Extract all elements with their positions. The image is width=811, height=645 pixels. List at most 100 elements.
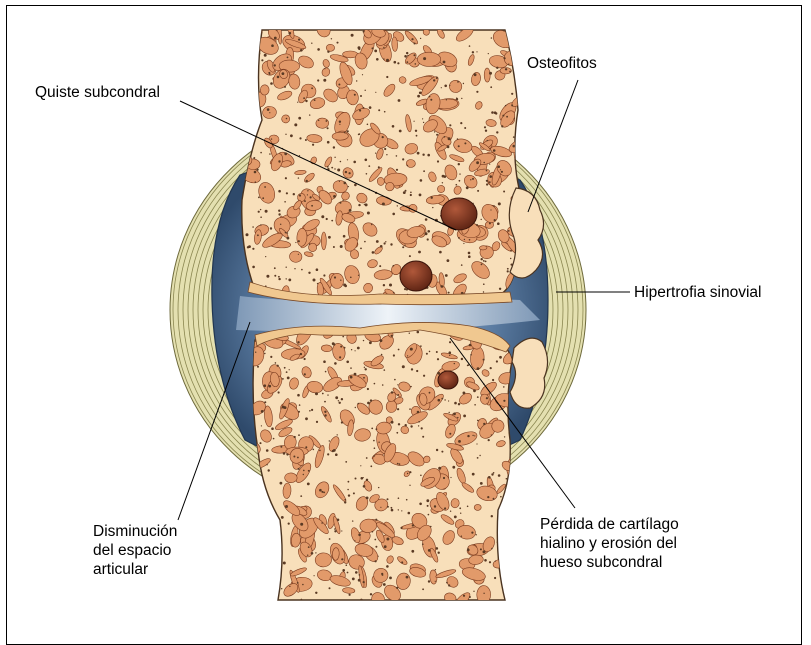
bone-dot [454,402,457,405]
bone-dot [488,439,490,441]
bone-dot [452,466,455,469]
bone-dot [311,552,314,555]
bone-dot [255,555,257,557]
bone-dot [448,584,450,586]
bone-dot [372,47,374,49]
bone-dot [503,386,505,388]
bone-dot [293,193,295,195]
bone-dot [438,399,441,402]
bone-dot [454,516,457,519]
trabecula [258,565,279,579]
bone-dot [492,379,494,381]
bone-dot [429,351,431,353]
bone-dot [308,470,310,472]
bone-dot [376,58,379,61]
bone-dot [359,574,361,576]
bone-dot [366,173,368,175]
bone-dot [269,153,271,155]
bone-dot [347,489,349,491]
bone-dot [476,534,477,535]
bone-dot [458,237,460,239]
bone-dot [397,205,398,206]
bone-dot [449,124,451,126]
bone-dot [260,442,262,444]
bone-dot [485,130,487,132]
bone-dot [502,115,504,117]
bone-dot [420,345,422,347]
bone-dot [315,592,317,594]
bone-dot [504,436,505,437]
bone-dot [329,440,330,441]
lower-bone [244,321,523,609]
bone-dot [444,136,446,138]
trabecula [268,547,278,560]
bone-dot [422,118,423,119]
bone-dot [301,269,303,271]
bone-dot [259,482,262,485]
bone-dot [428,549,431,552]
bone-dot [472,435,473,436]
bone-dot [376,240,379,243]
bone-dot [487,496,489,498]
bone-dot [266,449,269,452]
trabecula [249,79,259,102]
bone-dot [438,467,441,470]
bone-dot [483,550,486,553]
bone-dot [503,400,505,402]
bone-dot [396,432,398,434]
bone-dot [375,560,377,562]
bone-dot [300,495,302,497]
bone-dot [286,371,288,373]
bone-dot [337,434,338,435]
trabecula [239,108,251,123]
bone-dot [459,507,461,509]
bone-dot [434,131,435,132]
bone-dot [483,260,485,262]
bone-dot [288,279,291,282]
bone-dot [496,67,498,69]
bone-dot [283,452,286,455]
bone-dot [430,99,432,101]
bone-dot [313,279,316,282]
bone-dot [484,559,487,562]
bone-dot [489,175,492,178]
bone-dot [466,186,469,189]
bone-dot [309,410,311,412]
trabecula [417,52,440,66]
bone-dot [282,406,285,409]
bone-dot [298,117,301,120]
bone-dot [282,72,285,75]
bone-dot [258,527,261,530]
bone-dot [397,463,399,465]
bone-dot [363,107,365,109]
bone-dot [469,596,471,598]
bone-dot [427,154,430,157]
bone-dot [334,362,337,365]
bone-dot [391,391,393,393]
bone-dot [341,530,342,531]
bone-dot [386,59,389,62]
trabecula [518,30,526,38]
bone-dot [258,508,259,509]
bone-dot [329,538,331,540]
bone-dot [514,525,516,527]
bone-dot [260,216,262,218]
bone-dot [463,595,465,597]
bone-dot [281,588,282,589]
bone-dot [317,283,318,284]
bone-dot [260,152,262,154]
bone-dot [463,392,466,395]
bone-dot [384,148,386,150]
bone-dot [358,134,360,136]
bone-dot [348,494,350,496]
bone-dot [411,368,413,370]
bone-dot [491,111,494,114]
bone-dot [274,267,276,269]
bone-dot [387,506,389,508]
bone-dot [358,275,359,276]
bone-dot [362,74,363,75]
bone-dot [366,457,368,459]
bone-dot [511,556,514,559]
trabecula [498,553,516,571]
bone-dot [304,358,306,360]
